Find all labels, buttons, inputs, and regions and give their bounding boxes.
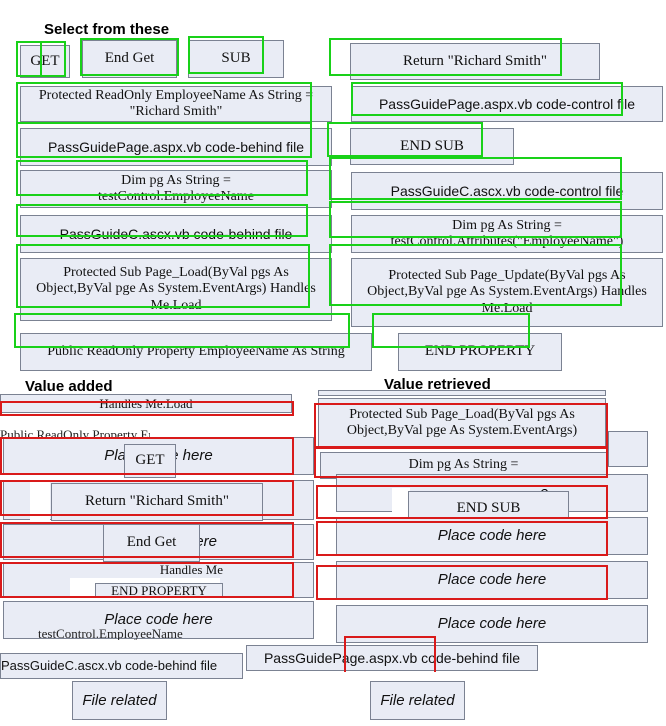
tile-return-richard-smith[interactable]: Return "Richard Smith"	[350, 43, 600, 80]
retrieved-tile-page-load[interactable]: Protected Sub Page_Load(ByVal pgs As Obj…	[318, 398, 606, 448]
added-file-label[interactable]: PassGuideC.ascx.vb code-behind file	[0, 653, 243, 679]
added-fragment-end-property: END PROPERTY	[95, 583, 223, 598]
tile-public-property[interactable]: Public ReadOnly Property EmployeeName As…	[20, 333, 372, 371]
header-value-added: Value added	[25, 378, 113, 395]
tile-end-sub[interactable]: END SUB	[350, 128, 514, 165]
tile-end-property[interactable]: END PROPERTY	[398, 333, 562, 371]
header-value-retrieved: Value retrieved	[384, 376, 491, 393]
added-fragment-test-control: testControl.EmployeeName	[38, 628, 183, 640]
overlap-gap	[392, 488, 410, 518]
retrieved-drop-zone-5[interactable]: Place code here	[336, 561, 648, 599]
retrieved-file-label[interactable]: PassGuidePage.aspx.vb code-behind file	[246, 645, 538, 671]
tile-dim-employee[interactable]: Dim pg As String = testControl.EmployeeN…	[20, 170, 332, 208]
retrieved-drop-zone-4[interactable]: Place code here	[336, 517, 648, 555]
tile-page-update[interactable]: Protected Sub Page_Update(ByVal pgs As O…	[351, 258, 663, 327]
added-drop-zone-6[interactable]: Place code here	[3, 601, 314, 639]
tile-end-get[interactable]: End Get	[82, 40, 177, 78]
retrieved-file-related: File related	[370, 681, 465, 720]
tile-passguidepage-control[interactable]: PassGuidePage.aspx.vb code-control file	[351, 86, 663, 122]
tile-dim-attributes[interactable]: Dim pg As String = testControl.Attribute…	[351, 215, 663, 253]
retrieved-drop-zone-1-edge[interactable]	[608, 431, 648, 467]
added-tile-return-richard-smith[interactable]: Return "Richard Smith"	[51, 483, 263, 521]
added-fragment-handles: Handles Me.Load	[0, 394, 292, 413]
tile-passguidec-behind[interactable]: PassGuideC.ascx.vb code-behind file	[20, 215, 332, 253]
tile-sub[interactable]: SUB	[188, 40, 284, 78]
header-select: Select from these	[44, 21, 170, 38]
tile-passguidepage-behind[interactable]: PassGuidePage.aspx.vb code-behind file	[20, 128, 332, 166]
tile-get[interactable]: GET	[20, 45, 70, 78]
added-file-related: File related	[72, 681, 167, 720]
added-tile-get[interactable]: GET	[124, 444, 176, 478]
retrieved-top-bar	[318, 390, 606, 396]
added-tile-end-get[interactable]: End Get	[103, 524, 200, 562]
tile-protected-readonly[interactable]: Protected ReadOnly EmployeeName As Strin…	[20, 86, 332, 122]
retrieved-drop-zone-6[interactable]: Place code here	[336, 605, 648, 643]
overlap-gap	[30, 480, 50, 520]
tile-page-load[interactable]: Protected Sub Page_Load(ByVal pgs As Obj…	[20, 258, 332, 321]
tile-passguidec-control[interactable]: PassGuideC.ascx.vb code-control file	[351, 172, 663, 210]
